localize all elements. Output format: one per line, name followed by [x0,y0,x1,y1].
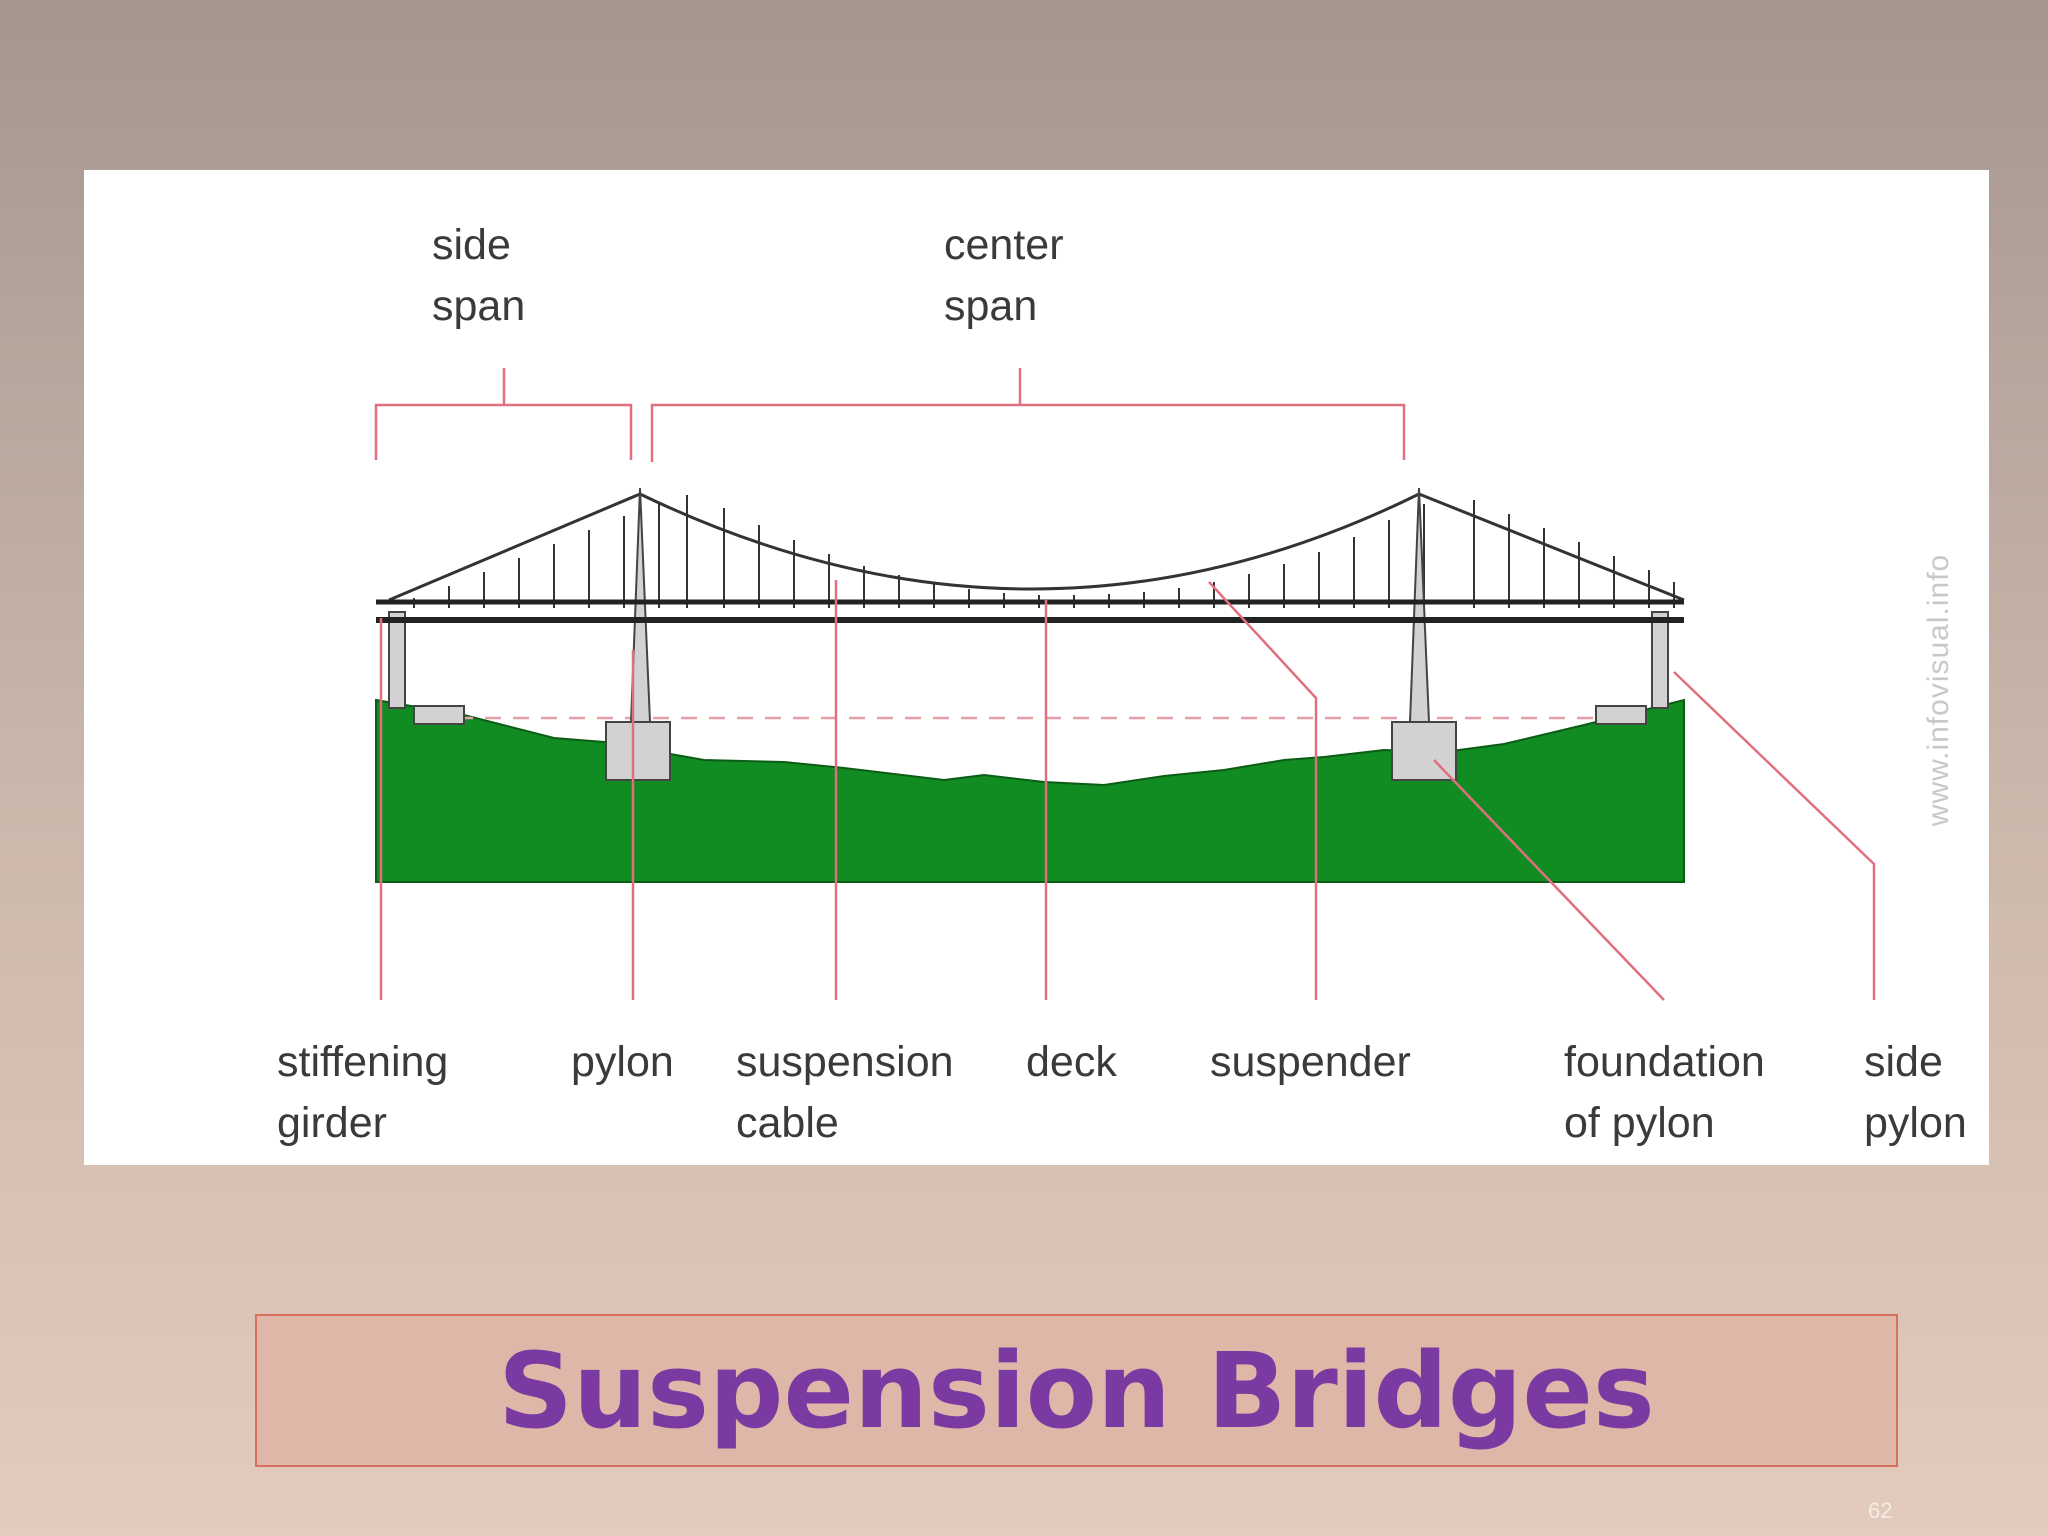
label-side-span: side span [432,215,525,337]
label-foundation-of-pylon-line2: of pylon [1564,1099,1715,1147]
side-span-bracket [374,368,633,460]
pylon-left [629,487,652,723]
bridge-illustration [374,368,1876,1001]
label-stiffening-girder-line2: girder [277,1099,387,1147]
side-pylon-left [388,611,406,709]
label-stiffening-girder-line1: stiffening [277,1038,449,1086]
label-suspender: suspender [1210,1032,1411,1093]
abutment-right [1595,705,1647,725]
label-side-span-line1: side [432,221,511,269]
suspension-cable [388,492,1685,602]
label-deck-text: deck [1026,1038,1117,1086]
label-pylon: pylon [571,1032,674,1093]
leader-suspender [1208,581,1318,1000]
label-suspension-cable-line1: suspension [736,1038,954,1086]
label-center-span-line1: center [944,221,1064,269]
span-brackets [374,368,1406,462]
label-suspension-cable: suspension cable [736,1032,954,1154]
label-side-pylon-line2: pylon [1864,1099,1967,1147]
label-center-span-line2: span [944,282,1038,330]
center-span-bracket [650,368,1406,462]
watermark: www.infovisual.info [1922,553,1955,827]
side-pylon-right [1651,611,1669,709]
label-foundation-of-pylon-line1: foundation [1564,1038,1765,1086]
title-box: Suspension Bridges [255,1314,1898,1467]
abutment-left [413,705,465,725]
ground [375,698,1685,883]
label-foundation-of-pylon: foundation of pylon [1564,1032,1765,1154]
label-side-pylon: side pylon [1864,1032,1967,1154]
label-deck: deck [1026,1032,1117,1093]
label-side-pylon-line1: side [1864,1038,1943,1086]
bridge-diagram: side span center span stiffening girder … [84,170,1989,1165]
label-suspension-cable-line2: cable [736,1099,839,1147]
slide-number: 62 [1868,1498,1893,1523]
leader-lines [379,580,1876,1001]
pylon-right [1408,487,1431,723]
label-center-span: center span [944,215,1064,337]
label-suspender-text: suspender [1210,1038,1411,1086]
label-stiffening-girder: stiffening girder [277,1032,448,1154]
leader-foundation-of-pylon [1433,759,1665,1001]
pylon-foundation-left [605,721,671,781]
suspenders [413,495,1675,608]
leader-side-pylon [1673,671,1876,1000]
slide-title: Suspension Bridges [498,1329,1655,1452]
label-pylon-text: pylon [571,1038,674,1086]
label-side-span-line2: span [432,282,526,330]
